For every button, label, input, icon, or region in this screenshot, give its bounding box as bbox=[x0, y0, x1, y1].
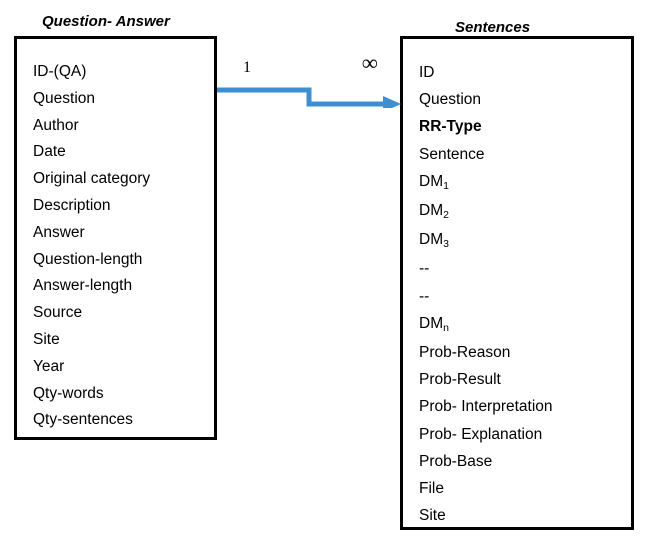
attribute-item: Prob-Reason bbox=[419, 344, 511, 362]
entity-title-sentences: Sentences bbox=[455, 19, 531, 36]
attribute-subscript: 3 bbox=[443, 238, 449, 251]
attribute-item: Original category bbox=[33, 170, 151, 188]
attribute-item: Prob- Explanation bbox=[419, 425, 543, 443]
attribute-item: Sentence bbox=[419, 145, 485, 163]
attribute-subscript: 2 bbox=[443, 209, 449, 222]
attribute-item: Prob-Base bbox=[419, 452, 493, 470]
attribute-item: Source bbox=[33, 304, 83, 322]
attribute-item: Site bbox=[419, 507, 446, 525]
entity-title-question-answer: Question- Answer bbox=[42, 13, 170, 30]
attribute-item: ID bbox=[419, 64, 435, 81]
attribute-item: Qty-sentences bbox=[33, 411, 133, 429]
attribute-item: Question-length bbox=[33, 250, 143, 268]
attribute-item: DMn bbox=[419, 314, 449, 334]
attribute-item: File bbox=[419, 480, 444, 498]
attribute-item: -- bbox=[419, 260, 430, 278]
attribute-subscript: 1 bbox=[443, 179, 449, 192]
cardinality-label-many: ∞ bbox=[362, 50, 378, 75]
attribute-item: Answer bbox=[33, 223, 85, 241]
attribute-item: DM3 bbox=[419, 231, 449, 251]
attribute-item: ID-(QA) bbox=[33, 63, 87, 80]
attribute-item: Site bbox=[33, 330, 60, 348]
attribute-item: Question bbox=[33, 89, 96, 107]
attribute-item: DM2 bbox=[419, 202, 449, 222]
attribute-item: DM1 bbox=[419, 172, 449, 192]
attribute-item: Date bbox=[33, 143, 66, 161]
attribute-item: -- bbox=[419, 287, 430, 305]
attribute-item: Year bbox=[33, 357, 65, 375]
attribute-item: Prob- Interpretation bbox=[419, 398, 553, 416]
attribute-item: RR-Type bbox=[419, 118, 482, 136]
relationship-arrow-icon bbox=[217, 87, 401, 108]
attribute-item: Description bbox=[33, 196, 111, 214]
attribute-item: Qty-words bbox=[33, 384, 104, 402]
cardinality-label-one: 1 bbox=[243, 59, 251, 76]
attribute-item: Author bbox=[33, 116, 79, 134]
attribute-item: Answer-length bbox=[33, 277, 133, 295]
attribute-subscript: n bbox=[443, 321, 449, 334]
attribute-item: Question bbox=[419, 91, 482, 109]
attribute-item: Prob-Result bbox=[419, 371, 501, 389]
